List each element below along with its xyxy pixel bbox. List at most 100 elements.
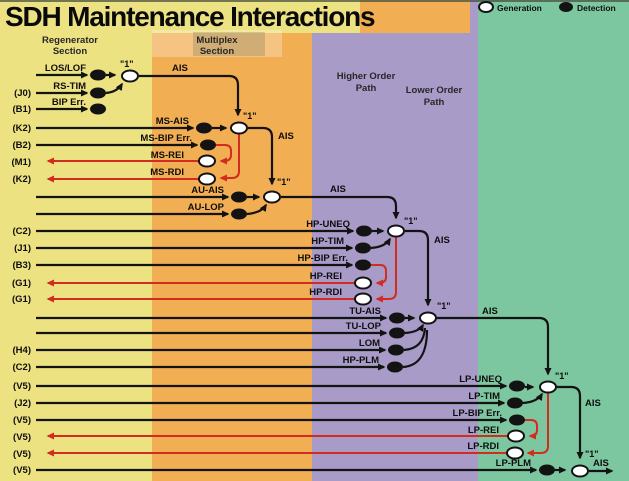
port-label: (V5) <box>13 449 31 460</box>
legend-generation-label: Generation <box>497 3 542 13</box>
multiplex-section-bg <box>152 0 312 481</box>
junction-labels: "1" "1" "1" "1" "1" "1" "1" <box>120 59 599 459</box>
port-label: (B2) <box>13 140 31 151</box>
ais-trunk-rs-to-ms <box>139 74 242 117</box>
signal-label: HP-PLM <box>343 355 380 366</box>
port-label: (V5) <box>13 381 31 392</box>
title-band-orange <box>360 0 470 33</box>
port-label: (V5) <box>13 415 31 426</box>
hp-plm-to-junction <box>402 329 429 369</box>
ms-rei-feedback-line <box>216 144 232 165</box>
multiplex-section-title-2: Section <box>200 46 235 57</box>
detection-dot-tu-lop <box>389 327 405 339</box>
port-label: (K2) <box>13 123 31 134</box>
junction-lp <box>539 380 557 394</box>
ais-label: AIS <box>585 398 601 409</box>
port-label: (M1) <box>11 157 31 168</box>
multiplex-label-box-inner <box>193 32 265 56</box>
signal-label: MS-RDI <box>150 167 184 178</box>
signal-label: HP-TIM <box>311 236 344 247</box>
junction-hp <box>387 224 405 238</box>
port-label: (J0) <box>14 88 31 99</box>
lp-rdi-feedback-line <box>526 393 549 457</box>
lp-rei-feedback-line <box>525 419 538 440</box>
detection-dots <box>90 69 555 476</box>
signal-label: LOS/LOF <box>45 63 86 74</box>
legend: Generation Detection <box>478 1 616 13</box>
port-label: (C2) <box>13 226 31 237</box>
junction-label: "1" <box>555 371 569 381</box>
ais-label: AIS <box>172 63 188 74</box>
signal-label: LP-BIP Err. <box>453 408 502 419</box>
junction-rs <box>121 69 139 83</box>
signal-label: HP-REI <box>310 271 342 282</box>
ais-trunk-tu-to-lp <box>437 316 552 376</box>
au-lop-to-junction <box>246 203 267 216</box>
detection-dot-lom <box>388 344 404 356</box>
detection-dot-rs-tim <box>90 87 106 99</box>
generation-dot-hp-rdi <box>354 292 372 306</box>
detection-dot-bip-err <box>90 103 106 115</box>
detection-dot-lp-uneq <box>509 380 525 392</box>
port-label: (G1) <box>12 278 31 289</box>
port-label: (J2) <box>14 398 31 409</box>
port-label: (B1) <box>13 104 31 115</box>
regenerator-section-title-2: Section <box>53 46 88 57</box>
junction-label: "1" <box>120 59 134 69</box>
ais-label: AIS <box>482 306 498 317</box>
junction-tu <box>419 311 437 325</box>
generation-dot-hp-rei <box>354 276 372 290</box>
signal-label: HP-UNEQ <box>306 219 350 230</box>
detection-dot-lp-plm <box>539 464 555 476</box>
hp-rdi-feedback-line <box>375 237 397 303</box>
detection-dot-hp-plm <box>387 361 403 373</box>
signal-label: LP-REI <box>468 425 499 436</box>
signal-labels: LOS/LOF RS-TIM BIP Err. MS-AIS MS-BIP Er… <box>45 63 531 469</box>
detection-dot-ms-ais <box>196 122 212 134</box>
signal-label: BIP Err. <box>52 97 86 108</box>
detection-dot-hp-tim <box>355 242 371 254</box>
top-border <box>0 0 629 2</box>
ais-label: AIS <box>593 458 609 469</box>
port-label: (V5) <box>13 432 31 443</box>
signal-label: TU-LOP <box>346 321 382 332</box>
signal-label: MS-BIP Err. <box>140 133 192 144</box>
generation-dot-lp-rei <box>507 429 525 443</box>
signal-label: AU-AIS <box>191 185 224 196</box>
ais-label: AIS <box>278 131 294 142</box>
ais-trunk-au-to-hp <box>281 195 400 220</box>
junction-lp-plm <box>571 464 589 478</box>
ais-trunk-lp-to-plm <box>557 385 584 460</box>
port-labels: (J0) (B1) (K2) (B2) (M1) (K2) (C2) (J1) … <box>11 88 31 476</box>
legend-detection-icon <box>559 2 573 12</box>
port-label: (C2) <box>13 362 31 373</box>
detection-dot-au-lop <box>231 208 247 220</box>
detection-dot-lp-bip-err <box>509 414 525 426</box>
detection-dot-los-lof <box>90 69 106 81</box>
title-band-yellow <box>0 0 360 33</box>
junction-label: "1" <box>277 177 291 187</box>
junction-au <box>263 190 281 204</box>
junction-label: "1" <box>585 449 599 459</box>
junction-ms <box>230 121 248 135</box>
signal-label: LP-UNEQ <box>459 374 502 385</box>
tu-lop-to-junction <box>404 323 424 335</box>
detection-dot-au-ais <box>231 191 247 203</box>
detection-dot-hp-uneq <box>356 225 372 237</box>
lower-order-path-title-1: Lower Order <box>406 85 463 96</box>
signal-label: MS-REI <box>151 150 184 161</box>
lom-to-junction <box>403 327 427 352</box>
rs-tim-to-junction <box>105 82 123 95</box>
generation-circles <box>121 69 589 478</box>
port-label: (J1) <box>14 243 31 254</box>
multiplex-label-box <box>152 30 282 57</box>
page-title: SDH Maintenance Interactions <box>5 1 375 32</box>
port-label: (K2) <box>13 174 31 185</box>
signal-lines-black <box>36 71 614 475</box>
higher-order-path-title-1: Higher Order <box>337 71 396 82</box>
signal-label: TU-AIS <box>349 306 381 317</box>
lp-tim-to-junction <box>522 392 543 405</box>
signal-label: LP-RDI <box>467 441 499 452</box>
ais-labels: AIS AIS AIS AIS AIS AIS AIS <box>172 63 609 469</box>
